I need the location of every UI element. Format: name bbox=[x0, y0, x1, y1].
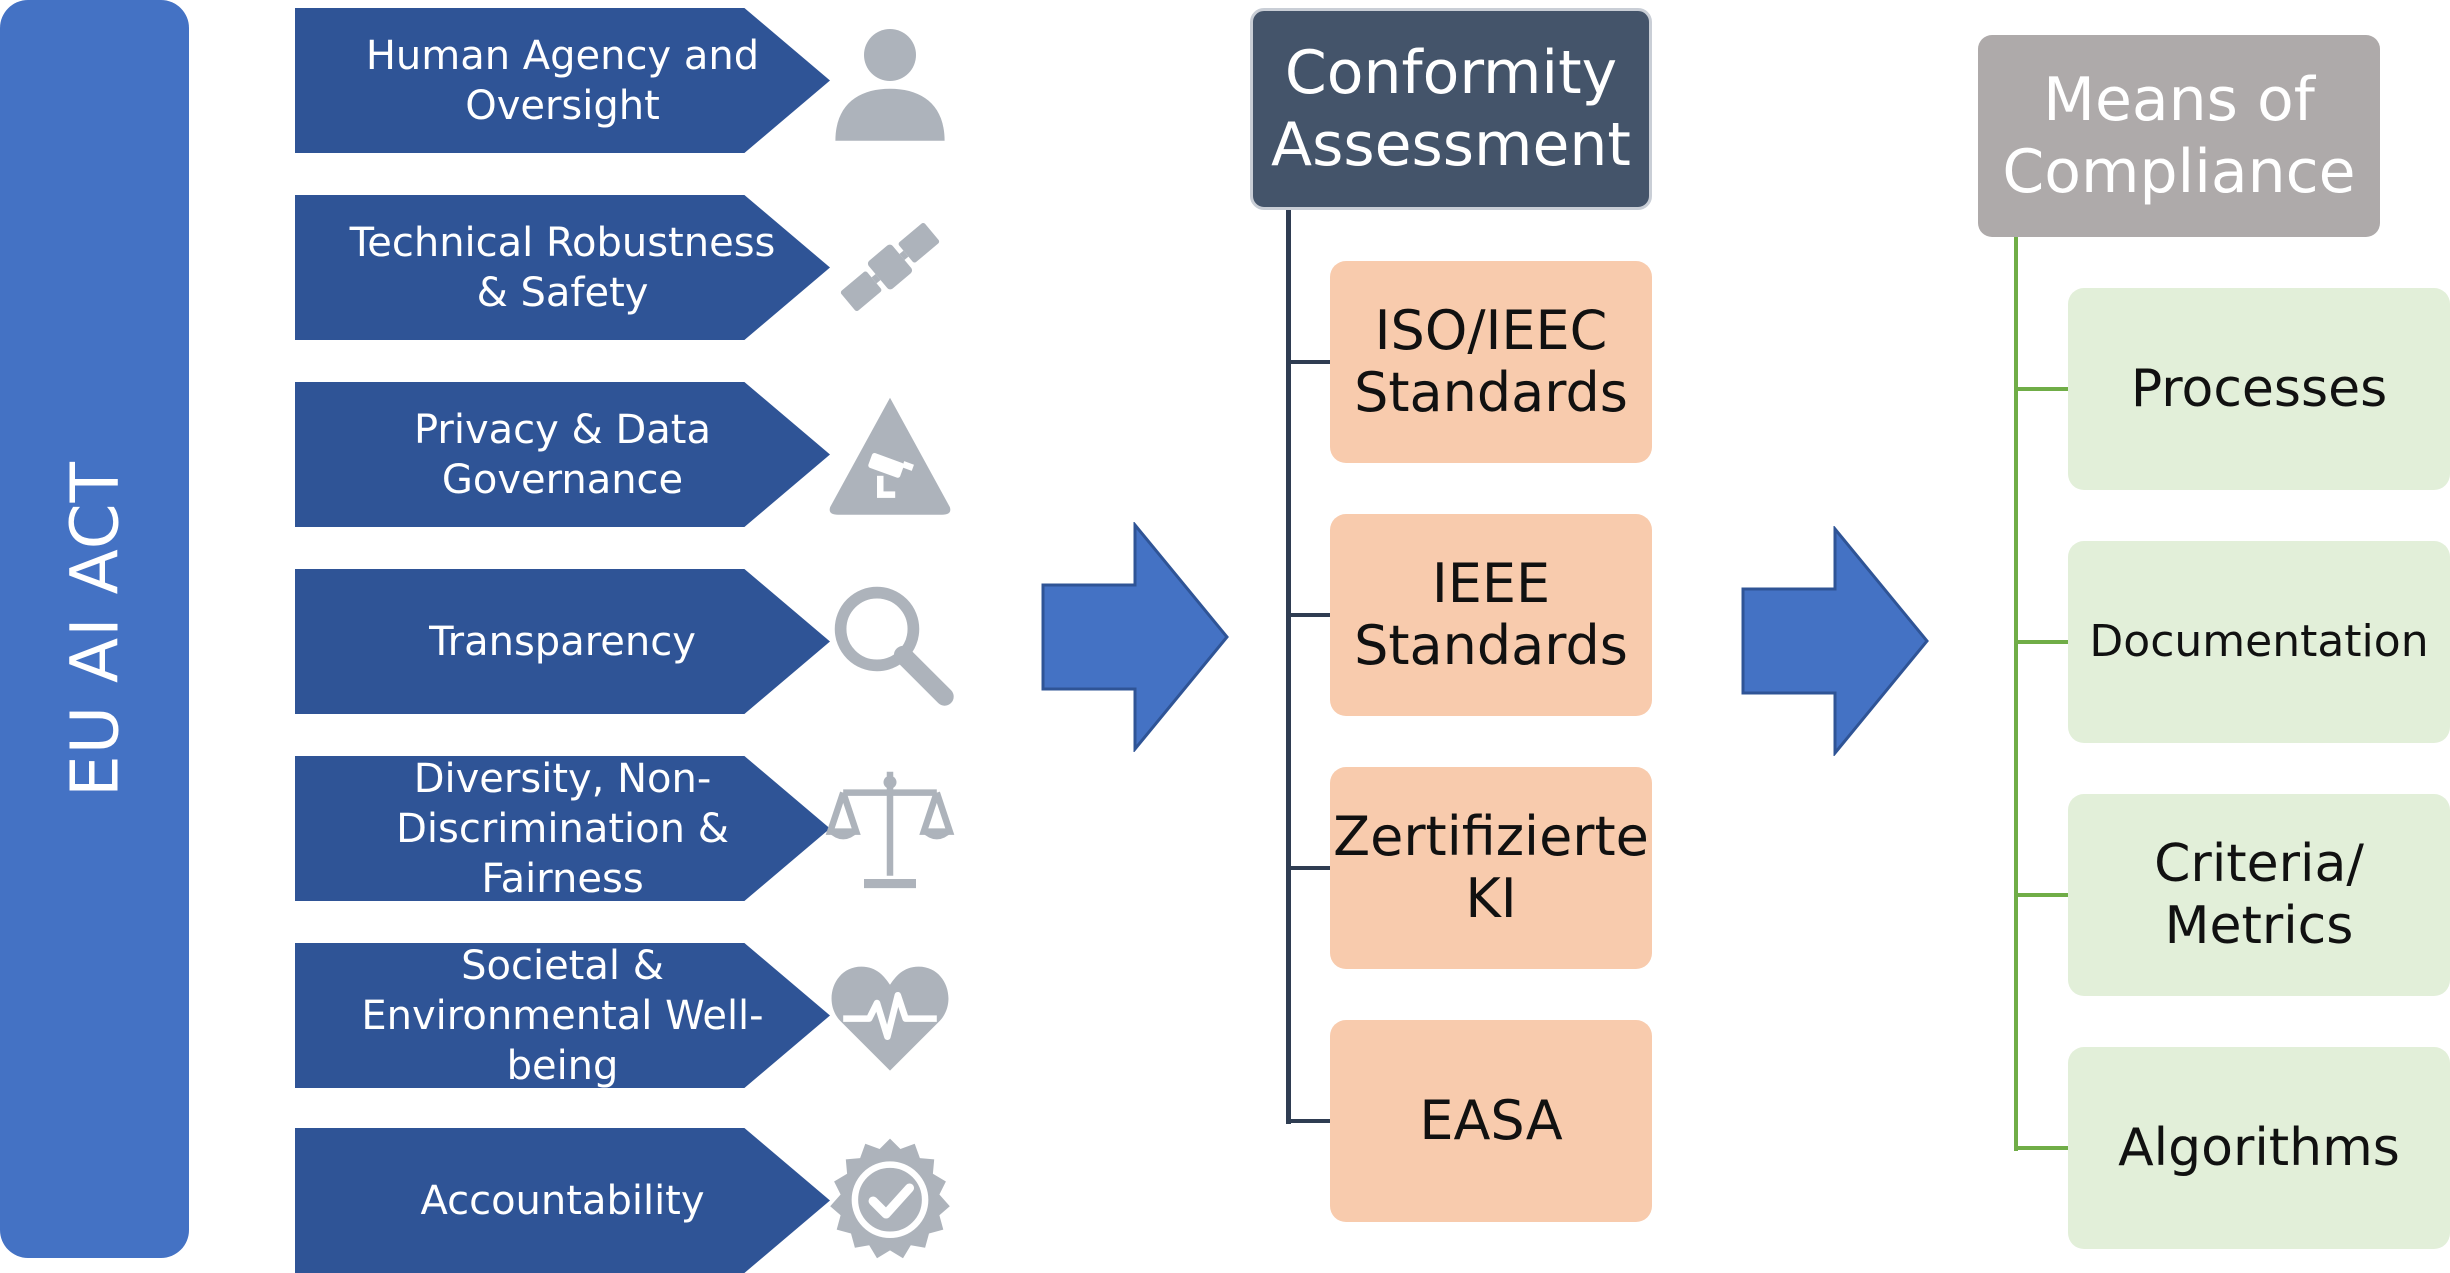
camera-warning-icon bbox=[825, 390, 955, 520]
compliance-item-label: Criteria/ Metrics bbox=[2154, 834, 2364, 956]
requirement-privacy: Privacy & Data Governance bbox=[295, 382, 830, 527]
certified-badge-icon bbox=[825, 1136, 955, 1266]
compliance-item-label: Algorithms bbox=[2118, 1118, 2400, 1178]
conformity-item-iso: ISO/IEEC Standards bbox=[1330, 261, 1652, 463]
eu-ai-act-label: EU AI ACT bbox=[56, 461, 133, 797]
conformity-item-label: EASA bbox=[1419, 1089, 1563, 1152]
requirement-label: Diversity, Non-Discrimination & Fairness bbox=[396, 755, 729, 902]
conformity-branch bbox=[1286, 866, 1330, 870]
conformity-item-easa: EASA bbox=[1330, 1020, 1652, 1222]
scales-icon bbox=[825, 764, 955, 894]
compliance-branch bbox=[2014, 387, 2068, 391]
heart-pulse-icon bbox=[825, 951, 955, 1081]
conformity-branch bbox=[1286, 1119, 1330, 1123]
eu-ai-act-bar: EU AI ACT bbox=[0, 0, 189, 1258]
flow-arrow-right bbox=[1740, 526, 1930, 756]
conformity-item-label: IEEE Standards bbox=[1354, 552, 1628, 677]
conformity-item-label: Zertifizierte KI bbox=[1333, 805, 1649, 930]
means-of-compliance-title: Means of Compliance bbox=[2002, 65, 2356, 207]
conformity-item-zertifizierte-ki: Zertifizierte KI bbox=[1330, 767, 1652, 969]
conformity-branch bbox=[1286, 613, 1330, 617]
requirement-transparency: Transparency bbox=[295, 569, 830, 714]
requirement-label: Transparency bbox=[429, 618, 696, 665]
conformity-item-label: ISO/IEEC Standards bbox=[1354, 299, 1628, 424]
requirement-diversity: Diversity, Non-Discrimination & Fairness bbox=[295, 756, 830, 901]
requirement-label: Privacy & Data Governance bbox=[414, 406, 711, 503]
person-icon bbox=[825, 16, 955, 146]
flow-arrow-right bbox=[1040, 522, 1230, 752]
requirement-label: Human Agency and Oversight bbox=[365, 32, 760, 129]
conformity-item-ieee: IEEE Standards bbox=[1330, 514, 1652, 716]
magnifier-icon bbox=[825, 577, 955, 707]
conformity-branch bbox=[1286, 360, 1330, 364]
conformity-assessment-title: Conformity Assessment bbox=[1271, 38, 1631, 180]
compliance-item-documentation: Documentation bbox=[2068, 541, 2450, 743]
compliance-item-label: Processes bbox=[2130, 359, 2388, 419]
compliance-item-label: Documentation bbox=[2089, 616, 2429, 667]
compliance-branch bbox=[2014, 893, 2068, 897]
satellite-icon bbox=[825, 202, 955, 332]
compliance-branch bbox=[2014, 1146, 2068, 1150]
compliance-item-processes: Processes bbox=[2068, 288, 2450, 490]
requirement-societal: Societal & Environmental Well-being bbox=[295, 943, 830, 1088]
conformity-tree-line bbox=[1286, 210, 1291, 1124]
requirement-label: Societal & Environmental Well-being bbox=[361, 942, 764, 1089]
requirement-label: Accountability bbox=[420, 1177, 705, 1224]
means-of-compliance-header: Means of Compliance bbox=[1978, 35, 2380, 237]
conformity-assessment-header: Conformity Assessment bbox=[1250, 8, 1652, 210]
compliance-branch bbox=[2014, 640, 2068, 644]
requirement-human-agency: Human Agency and Oversight bbox=[295, 8, 830, 153]
requirement-label: Technical Robustness & Safety bbox=[349, 219, 776, 316]
compliance-item-criteria-metrics: Criteria/ Metrics bbox=[2068, 794, 2450, 996]
requirement-accountability: Accountability bbox=[295, 1128, 830, 1273]
compliance-item-algorithms: Algorithms bbox=[2068, 1047, 2450, 1249]
requirement-technical-robustness: Technical Robustness & Safety bbox=[295, 195, 830, 340]
compliance-tree-line bbox=[2014, 237, 2018, 1151]
